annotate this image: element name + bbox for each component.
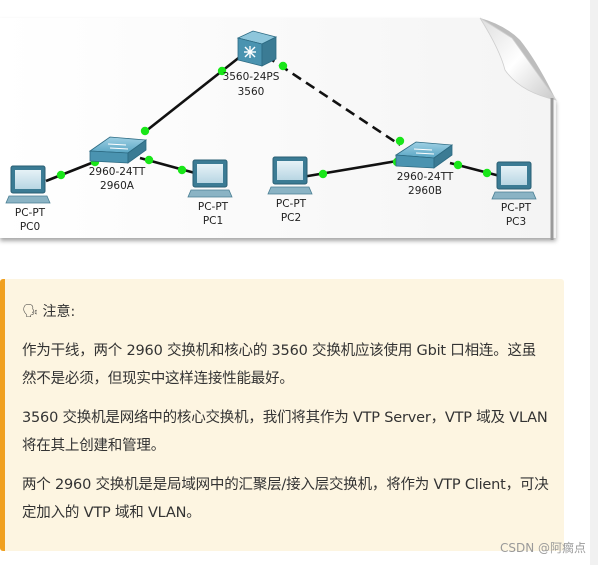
link-2960b-pc2 xyxy=(301,159,398,179)
switch-2960b[interactable]: 2960-24TT 2960B xyxy=(394,141,454,197)
device-name-label: 3560 xyxy=(238,86,265,98)
device-model-label: PC-PT xyxy=(198,201,229,213)
port-dot xyxy=(177,165,187,175)
pc-pc0[interactable]: PC-PT PC0 xyxy=(5,165,51,233)
device-name-label: PC2 xyxy=(281,212,301,224)
port-dot xyxy=(278,61,288,71)
port-dot xyxy=(453,160,463,170)
note-paragraph: 两个 2960 交换机是是局域网中的汇聚层/接入层交换机，将作为 VTP Cli… xyxy=(22,477,549,521)
switch-2960a[interactable]: 2960-24TT 2960A xyxy=(89,136,148,192)
device-model-label: PC-PT xyxy=(501,202,532,214)
note-paragraph: 3560 交换机是网络中的核心交换机，我们将其作为 VTP Server，VTP… xyxy=(22,410,548,454)
switch-arrows-icon xyxy=(107,143,129,150)
csdn-watermark: CSDN @阿瘸点 xyxy=(499,541,586,555)
scrollbar[interactable] xyxy=(590,0,598,565)
device-name-label: 2960A xyxy=(100,180,135,192)
note-paragraph: 作为干线，两个 2960 交换机和核心的 3560 交换机应该使用 Gbit 口… xyxy=(22,343,537,387)
note-callout: 🗣 注意: 作为干线，两个 2960 交换机和核心的 3560 交换机应该使用 … xyxy=(0,279,564,551)
link-3560-2960b xyxy=(265,54,401,147)
router-arrows-icon xyxy=(244,46,256,58)
pc-pc3[interactable]: PC-PT PC3 xyxy=(491,161,537,228)
page-curl-frame xyxy=(0,0,557,240)
device-model-label: PC-PT xyxy=(15,207,46,219)
port-dot xyxy=(56,170,66,180)
link-2960a-pc0 xyxy=(45,160,95,183)
device-model-label: 2960-24TT xyxy=(89,166,146,178)
switch-arrows-icon xyxy=(413,148,435,155)
speaking-head-icon: 🗣 xyxy=(22,303,39,319)
port-dot xyxy=(140,126,150,136)
device-name-label: PC0 xyxy=(20,221,40,233)
note-title: 注意: xyxy=(42,304,76,320)
port-dot xyxy=(395,136,405,146)
device-name-label: 2960B xyxy=(408,185,442,197)
port-dot xyxy=(318,169,328,179)
port-dot xyxy=(144,155,154,165)
device-model-label: PC-PT xyxy=(276,198,307,210)
device-name-label: PC3 xyxy=(506,216,526,228)
device-name-label: PC1 xyxy=(203,215,223,227)
device-model-label: 2960-24TT xyxy=(397,171,454,183)
multilayer-switch-3560[interactable]: 3560-24PS 3560 xyxy=(223,30,280,98)
port-dot xyxy=(482,168,492,178)
device-model-label: 3560-24PS xyxy=(223,71,280,83)
port-dot xyxy=(217,66,227,76)
network-topology-diagram: 3560-24PS 3560 2960-24TT 2960A 2960-24TT… xyxy=(0,0,557,240)
pc-pc2[interactable]: PC-PT PC2 xyxy=(267,156,313,224)
pc-pc1[interactable]: PC-PT PC1 xyxy=(187,159,233,227)
note-header: 🗣 注意: xyxy=(22,301,550,321)
